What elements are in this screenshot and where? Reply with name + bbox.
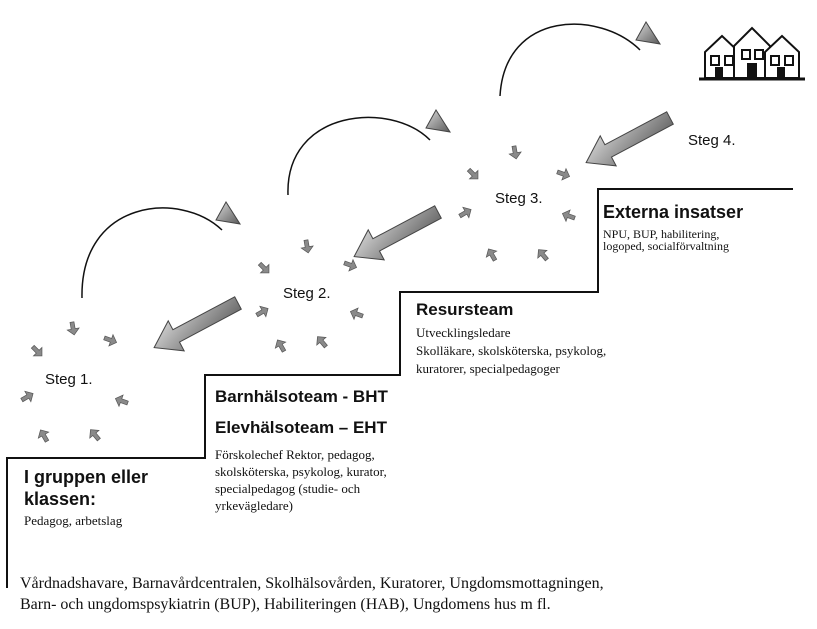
level-externa-body-2: logoped, socialförvaltning (603, 239, 729, 253)
staircase-line (6, 188, 793, 588)
level-bht-body-2: skolsköterska, psykolog, kurator, (215, 464, 387, 479)
level-bht-title: Barnhälsoteam - BHT (215, 387, 388, 406)
step-label-4: Steg 4. (688, 132, 736, 149)
level-eht-title: Elevhälsoteam – EHT (215, 418, 387, 437)
footer-line-2: Barn- och ungdomspsykiatrin (BUP), Habil… (20, 596, 551, 613)
footer-line-1: Vårdnadshavare, Barnavårdcentralen, Skol… (20, 575, 604, 592)
level-resurs-body-2: Skolläkare, skolsköterska, psykolog, (416, 343, 607, 358)
big-arrow-3 (577, 102, 679, 179)
curved-arrow-2 (287, 109, 451, 196)
step-label-2: Steg 2. (283, 285, 331, 302)
houses-icon (699, 26, 805, 81)
level-resurs-body-1: Utvecklingsledare (416, 325, 511, 340)
level-bht-body-4: yrkevägledare) (215, 498, 293, 513)
level-bht-body-3: specialpedagog (studie- och (215, 481, 361, 496)
step-label-3: Steg 3. (495, 190, 543, 207)
level-klass-title-2: klassen: (24, 489, 97, 509)
big-arrow-2 (345, 196, 447, 273)
level-externa-body-1: NPU, BUP, habilitering, (603, 227, 720, 241)
big-arrow-1 (145, 287, 247, 364)
level-resurs-body-3: kuratorer, specialpedagoger (416, 361, 560, 376)
curved-arrow-1 (81, 201, 241, 299)
level-bht-body-1: Förskolechef Rektor, pedagog, (215, 447, 375, 462)
level-resurs-title: Resursteam (416, 300, 514, 319)
curved-arrow-3 (499, 21, 661, 97)
level-klass-title-1: I gruppen eller (24, 467, 149, 487)
step-label-1: Steg 1. (45, 371, 93, 388)
level-externa-title: Externa insatser (603, 202, 744, 222)
level-klass-body: Pedagog, arbetslag (24, 513, 123, 528)
